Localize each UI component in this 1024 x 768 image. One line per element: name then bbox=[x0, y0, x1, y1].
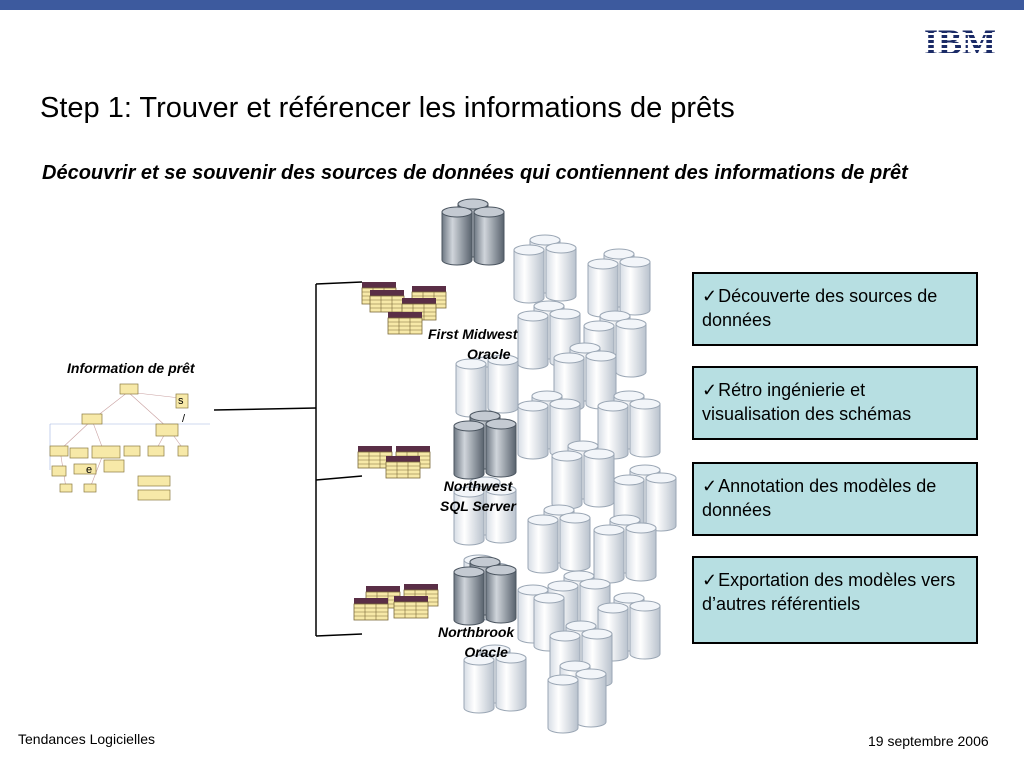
database-cylinder-icon bbox=[629, 398, 661, 458]
database-cylinder-icon bbox=[629, 600, 661, 660]
table-icon bbox=[387, 312, 423, 335]
table-icon bbox=[369, 290, 405, 313]
db-label-northbrook: Northbrook Oracle bbox=[438, 624, 515, 660]
slide-subtitle: Découvrir et se souvenir des sources de … bbox=[42, 162, 908, 184]
database-cylinder-icon bbox=[625, 522, 657, 582]
database-cylinder-icon bbox=[455, 358, 487, 418]
database-cylinder-icon bbox=[587, 258, 619, 318]
check-icon: ✓ bbox=[702, 476, 718, 496]
connector-lines bbox=[213, 281, 363, 637]
database-cylinder-icon bbox=[645, 472, 677, 532]
database-cylinder-icon bbox=[513, 244, 545, 304]
database-cylinder-icon bbox=[615, 318, 647, 378]
database-cylinder-icon bbox=[495, 652, 527, 712]
table-group-first-midwest bbox=[361, 282, 447, 335]
db-label-first-midwest: First Midwest Oracle bbox=[428, 326, 518, 362]
check-icon: ✓ bbox=[702, 570, 718, 590]
feature-box-reverse-engineering: ✓Rétro ingénierie et visualisation des s… bbox=[692, 366, 978, 440]
check-icon: ✓ bbox=[702, 286, 718, 306]
database-cylinders bbox=[441, 198, 677, 734]
top-bar bbox=[0, 0, 1024, 10]
feature-box-discovery: ✓Découverte des sources de données bbox=[692, 272, 978, 346]
database-cylinder-icon bbox=[485, 418, 517, 478]
database-cylinder-icon bbox=[485, 564, 517, 624]
database-cylinder-icon bbox=[453, 420, 485, 480]
database-cylinder-icon bbox=[453, 566, 485, 626]
database-cylinder-icon bbox=[473, 206, 505, 266]
database-cylinder-icon bbox=[517, 310, 549, 370]
database-cylinder-icon bbox=[441, 206, 473, 266]
database-cylinder-icon bbox=[593, 524, 625, 584]
check-icon: ✓ bbox=[702, 380, 718, 400]
loan-info-label: Information de prêt bbox=[67, 360, 195, 376]
table-group-northbrook bbox=[353, 584, 439, 621]
database-cylinder-icon bbox=[585, 350, 617, 410]
table-icon bbox=[393, 596, 429, 619]
feature-box-export: ✓Exportation des modèles vers d’autres r… bbox=[692, 556, 978, 644]
database-cylinder-icon bbox=[551, 450, 583, 510]
db-label-northwest: Northwest SQL Server bbox=[440, 478, 517, 514]
database-cylinder-icon bbox=[619, 256, 651, 316]
feature-box-annotation: ✓Annotation des modèles de données bbox=[692, 462, 978, 536]
database-cylinder-icon bbox=[517, 400, 549, 460]
table-icon bbox=[353, 598, 389, 621]
slide-title: Step 1: Trouver et référencer les inform… bbox=[40, 92, 735, 124]
schema-fragment-slash: / bbox=[182, 413, 186, 425]
logo-text: IBM bbox=[924, 22, 996, 60]
table-icon bbox=[385, 456, 421, 479]
footer-left: Tendances Logicielles bbox=[18, 731, 155, 747]
ibm-logo: IBM bbox=[916, 20, 1004, 65]
schema-fragment-s: s bbox=[178, 395, 184, 407]
database-cylinder-icon bbox=[559, 512, 591, 572]
table-group-northwest bbox=[357, 446, 431, 479]
database-cylinder-icon bbox=[583, 448, 615, 508]
database-cylinder-icon bbox=[487, 354, 519, 414]
database-cylinder-icon bbox=[453, 486, 485, 546]
database-cylinder-icon bbox=[527, 514, 559, 574]
loan-info-tables bbox=[49, 383, 189, 501]
database-cylinder-icon bbox=[547, 674, 579, 734]
schema-fragment-e: e bbox=[86, 464, 93, 476]
database-cylinder-icon bbox=[575, 668, 607, 728]
database-cylinder-icon bbox=[463, 654, 495, 714]
database-cylinder-icon bbox=[545, 242, 577, 302]
footer-date: 19 septembre 2006 bbox=[868, 733, 989, 749]
database-cylinder-icon bbox=[485, 484, 517, 544]
